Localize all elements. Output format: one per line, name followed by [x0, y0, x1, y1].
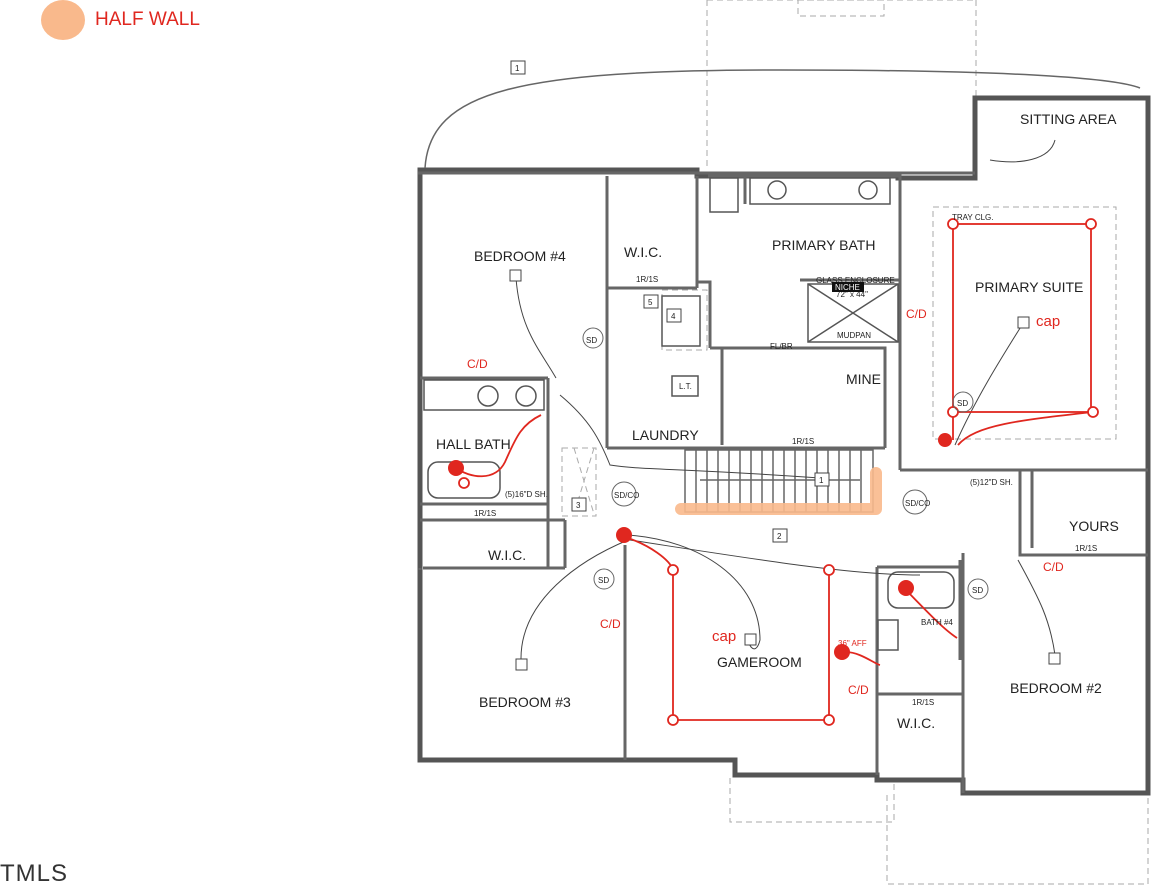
room-yours: YOURS: [1069, 518, 1119, 534]
room-wic-left: W.I.C.: [488, 547, 526, 563]
room-laundry: LAUNDRY: [632, 427, 699, 443]
annotation-cap-gameroom: cap: [712, 628, 736, 645]
label-sd-2: SD: [598, 576, 609, 585]
room-gameroom: GAMEROOM: [717, 654, 802, 670]
room-primary-bath: PRIMARY BATH: [772, 237, 875, 253]
label-tray-clg: TRAY CLG.: [952, 213, 994, 222]
annotation-cd-primary: C/D: [906, 307, 927, 321]
label-sd-4: SD: [972, 586, 983, 595]
label-shelf-16: (5)16"D SH.: [505, 490, 548, 499]
label-shelf-hall: 1R/1S: [474, 509, 496, 518]
marker-1-top: 1: [515, 64, 520, 73]
room-bedroom-4: BEDROOM #4: [474, 248, 566, 264]
annotation-cd-bedroom3: C/D: [600, 617, 621, 631]
red-outlet-markers: [448, 433, 952, 660]
label-sdco-1: SD/CO: [614, 491, 639, 500]
label-shelf-mine: 1R/1S: [792, 437, 814, 446]
label-aff: 36" AFF: [838, 639, 867, 648]
staircase: [684, 449, 874, 513]
marker-1-stair: 1: [819, 476, 824, 485]
label-enclosure-size: 72" x 44": [836, 290, 868, 299]
niche-tag-bg: [832, 282, 864, 292]
room-wic-top: W.I.C.: [624, 244, 662, 260]
half-wall-highlight: [675, 467, 882, 515]
marker-2: 2: [777, 532, 782, 541]
annotation-cd-bedroom4: C/D: [467, 357, 488, 371]
label-niche: NICHE: [835, 283, 860, 292]
numbered-markers: 1 1 2 3 4 5: [510, 60, 830, 543]
annotation-cd-bedroom2: C/D: [1043, 560, 1064, 574]
room-bedroom-2: BEDROOM #2: [1010, 680, 1102, 696]
watermark-logo: TMLS: [0, 860, 69, 887]
room-wic-bottom: W.I.C.: [897, 715, 935, 731]
marker-3: 3: [576, 501, 581, 510]
label-shelf-12: (5)12"D SH.: [970, 478, 1013, 487]
dimension-arc: [424, 69, 1141, 169]
half-wall-legend-label: HALF WALL: [95, 9, 200, 30]
label-shelf-yours: 1R/1S: [1075, 544, 1097, 553]
marker-4: 4: [671, 312, 676, 321]
interior-walls: [418, 171, 1148, 793]
label-shelf-wic-top: 1R/1S: [636, 275, 658, 284]
label-sd-3: SD: [957, 399, 968, 408]
room-bedroom-3: BEDROOM #3: [479, 694, 571, 710]
label-shelf-wic-bottom: 1R/1S: [912, 698, 934, 707]
room-sitting-area: SITTING AREA: [1020, 111, 1117, 127]
annotation-cap-primary: cap: [1036, 313, 1060, 330]
square-fixtures: [509, 269, 1061, 671]
room-primary-suite: PRIMARY SUITE: [975, 279, 1083, 295]
label-flbr-bath: FL/BR: [770, 342, 793, 351]
room-hall-bath: HALL BATH: [436, 436, 511, 452]
room-bath-4: BATH #4: [921, 618, 953, 627]
label-sdco-2: SD/CO: [905, 499, 930, 508]
half-wall-legend-swatch: [41, 0, 85, 40]
label-sd-1: SD: [586, 336, 597, 345]
room-mine: MINE: [846, 371, 881, 387]
wiring-curves: [515, 139, 1056, 661]
marker-5: 5: [648, 298, 653, 307]
smoke-detectors: [582, 327, 989, 600]
label-lt: L.T.: [679, 382, 692, 391]
annotation-cd-bath4: C/D: [848, 683, 869, 697]
label-mudpan: MUDPAN: [837, 331, 871, 340]
label-glass-enclosure: GLASS ENCLOSURE: [816, 276, 895, 285]
red-wiring: [455, 218, 1099, 726]
